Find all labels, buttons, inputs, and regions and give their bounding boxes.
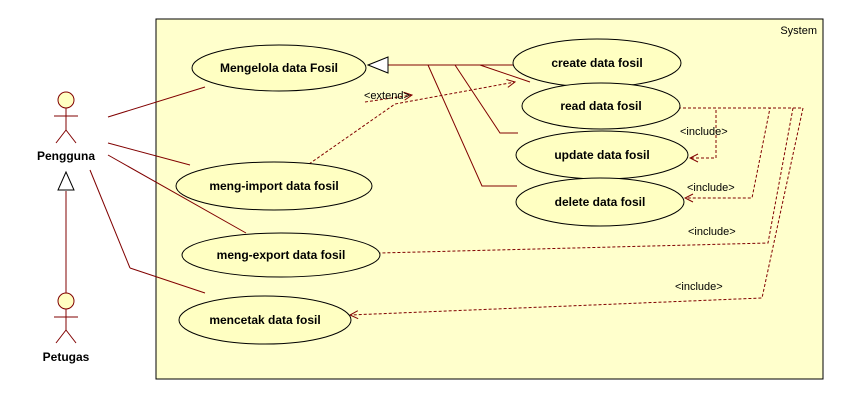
actor-head (57, 91, 75, 109)
use-case-export[interactable]: meng-export data fosil (181, 232, 381, 278)
extend-label: <extend> (364, 90, 410, 102)
use-case-import[interactable]: meng-import data fosil (175, 161, 373, 211)
use-case-label: mencetak data fosil (209, 313, 320, 327)
use-case-label: read data fosil (560, 99, 641, 113)
generalization-lines (388, 64, 531, 187)
actor-head (57, 292, 75, 310)
extend-import-line (308, 82, 515, 165)
use-case-label: delete data fosil (555, 195, 646, 209)
use-case-label: meng-export data fosil (217, 248, 346, 262)
actor-petugas[interactable] (54, 292, 78, 344)
assoc-import (107, 142, 191, 166)
actor-petugas-label: Petugas (43, 350, 90, 364)
dependency-lines (308, 82, 804, 315)
include-delete-label: <include> (687, 182, 735, 194)
include-export-label: <include> (688, 226, 736, 238)
use-case-update[interactable]: update data fosil (515, 130, 689, 180)
include-update-label: <include> (680, 126, 728, 138)
include-mencetak-label: <include> (675, 281, 723, 293)
use-case-label: create data fosil (551, 56, 642, 70)
generalization-update-line (454, 64, 518, 134)
use-case-label: Mengelola data Fosil (220, 61, 338, 75)
association-lines (65, 86, 247, 294)
generalization-arrowhead (366, 56, 389, 74)
generalization-delete-line (427, 64, 517, 187)
system-label: System (780, 25, 817, 37)
use-case-mencetak[interactable]: mencetak data fosil (178, 295, 352, 345)
extend-arrow-line (364, 95, 412, 103)
generalization-read-line (479, 64, 531, 83)
assoc-mencetak-2 (129, 267, 206, 294)
include-update-line (678, 107, 717, 158)
assoc-mengelola (107, 86, 206, 118)
assoc-export (107, 154, 247, 234)
actor-pengguna-label: Pengguna (37, 149, 95, 163)
assoc-mencetak (89, 169, 131, 269)
use-case-label: update data fosil (554, 148, 649, 162)
use-case-label: meng-import data fosil (209, 179, 338, 193)
actor-generalization-arrowhead (57, 170, 75, 191)
use-case-create[interactable]: create data fosil (512, 38, 682, 88)
include-mencetak-line (350, 107, 804, 315)
actor-pengguna[interactable] (54, 91, 78, 144)
use-case-delete[interactable]: delete data fosil (515, 177, 685, 227)
use-case-read[interactable]: read data fosil (521, 82, 681, 130)
use-case-mengelola[interactable]: Mengelola data Fosil (191, 44, 367, 92)
